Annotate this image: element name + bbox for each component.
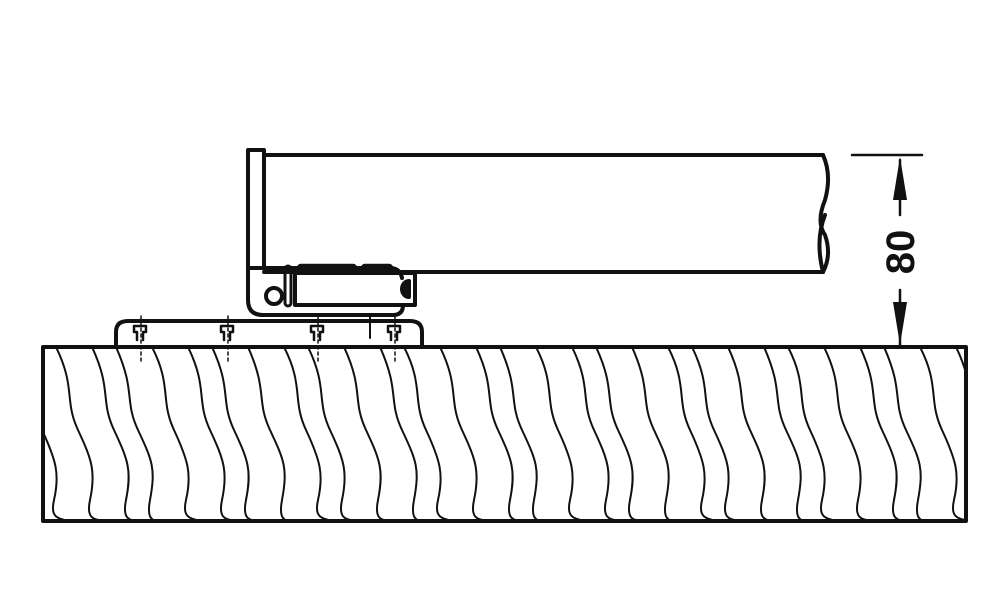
dimension-label: 80 [879, 230, 923, 275]
grain-line [499, 348, 542, 520]
grain-line [439, 348, 487, 520]
grain-line [475, 348, 522, 520]
grain-line [595, 348, 642, 520]
grain-line [667, 348, 715, 520]
grain-line [379, 348, 422, 520]
grain-line [787, 348, 835, 520]
grain-line [151, 348, 199, 520]
grain-line [571, 348, 619, 520]
grain-line [283, 348, 331, 520]
grain-line [955, 348, 966, 378]
screw [219, 315, 235, 363]
bracket [246, 266, 405, 317]
bracket-top-edge [262, 266, 404, 280]
grain-line [823, 348, 871, 520]
grain-line [631, 348, 674, 520]
grain-line [115, 348, 158, 520]
wooden-board [41, 345, 968, 523]
mounting-plate [114, 319, 424, 347]
wood-grain [43, 347, 1004, 525]
screw [132, 315, 148, 363]
grain-line [980, 347, 1004, 525]
arrow-up-icon [893, 157, 907, 200]
screw [386, 315, 402, 363]
grain-line [43, 429, 67, 520]
end-plate [246, 148, 266, 270]
grain-line [343, 348, 390, 520]
grain-line [211, 348, 258, 520]
grain-line [691, 348, 739, 520]
grain-line [727, 348, 774, 520]
grain-line [919, 348, 966, 520]
grain-line [403, 348, 451, 520]
grain-line [883, 348, 926, 520]
screws [132, 315, 402, 363]
arrow-down-icon [893, 302, 907, 345]
grain-line [763, 348, 806, 520]
grain-line [247, 348, 290, 520]
grain-line [859, 348, 906, 520]
grain-line [535, 348, 583, 520]
grain-line [91, 348, 138, 520]
grain-line [307, 348, 355, 520]
grain-line [55, 348, 103, 520]
grain-line [187, 348, 235, 520]
rail-rod [262, 153, 830, 274]
screw [309, 315, 325, 363]
dimension-80: 80 [850, 153, 924, 347]
